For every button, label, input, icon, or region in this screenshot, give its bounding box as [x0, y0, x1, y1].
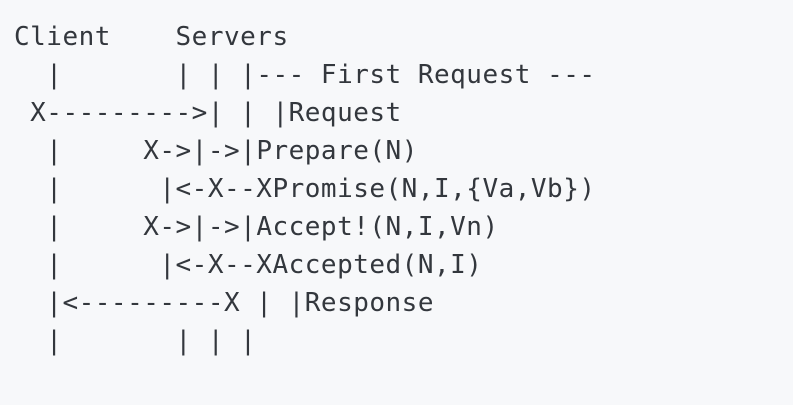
arrow-server1-to-client: |<---------X | |: [14, 288, 305, 318]
diagram-row-prepare: | X->|->|Prepare(N): [14, 132, 596, 170]
arrow-accepted-replies: | |<-X--X: [14, 250, 273, 280]
lifelines-banner-row: | | | |: [14, 60, 257, 90]
message-label-accept: Accept!(N,I,Vn): [256, 212, 499, 242]
arrow-prepare-broadcast: | X->|->|: [14, 136, 257, 166]
message-label-request: Request: [288, 98, 402, 128]
diagram-row-tail: | | | |: [14, 322, 596, 360]
diagram-row-accept: | X->|->|Accept!(N,I,Vn): [14, 208, 596, 246]
diagram-row-first-request-banner: | | | |--- First Request ---: [14, 56, 596, 94]
diagram-header-row: Client Servers: [14, 18, 596, 56]
message-label-response: Response: [304, 288, 434, 318]
message-label-prepare: Prepare(N): [256, 136, 418, 166]
banner-label-first-request: --- First Request ---: [256, 60, 596, 90]
diagram-row-accepted: | |<-X--XAccepted(N,I): [14, 246, 596, 284]
arrow-accept-broadcast: | X->|->|: [14, 212, 257, 242]
message-label-accepted: Accepted(N,I): [272, 250, 483, 280]
arrow-client-to-server1: X--------->| | |: [14, 98, 289, 128]
arrow-promise-replies: | |<-X--X: [14, 174, 273, 204]
diagram-row-promise: | |<-X--XPromise(N,I,{Va,Vb}): [14, 170, 596, 208]
lifelines-tail-row: | | | |: [14, 326, 257, 356]
ascii-sequence-diagram: Client Servers | | | |--- First Request …: [14, 18, 596, 360]
diagram-row-response: |<---------X | |Response: [14, 284, 596, 322]
diagram-row-request: X--------->| | |Request: [14, 94, 596, 132]
message-label-promise: Promise(N,I,{Va,Vb}): [272, 174, 596, 204]
column-headers: Client Servers: [14, 22, 289, 52]
